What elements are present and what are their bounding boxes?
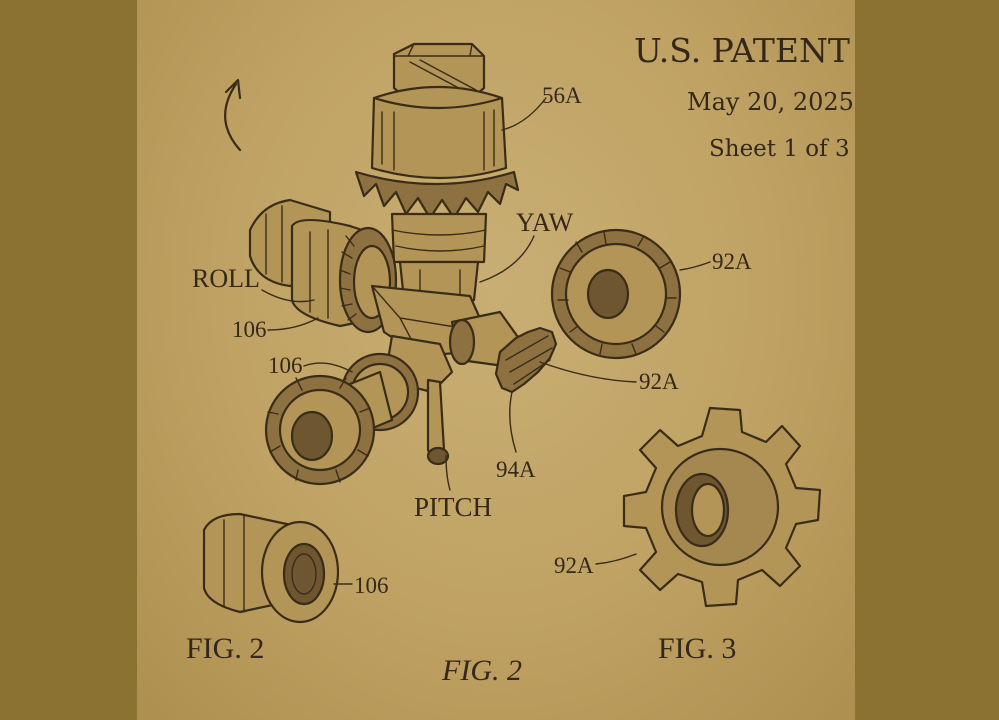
- roll-assembly: [248, 198, 398, 334]
- yaw-assembly: [354, 42, 520, 307]
- spur-gear-106: [264, 352, 420, 486]
- label-106-gear: 106: [268, 353, 303, 378]
- caption-fig3: FIG. 3: [658, 632, 737, 665]
- label-yaw: YAW: [516, 208, 574, 237]
- label-92a-mid: 92A: [639, 369, 679, 394]
- patent-title: U.S. PATENT: [634, 31, 850, 70]
- caption-fig2-center: FIG. 2: [442, 654, 522, 687]
- right-margin: [855, 0, 999, 720]
- left-margin: [0, 0, 137, 720]
- caption-fig2-left: FIG. 2: [186, 632, 265, 665]
- bevel-gear-94a: [494, 326, 558, 394]
- label-56a: 56A: [542, 83, 582, 108]
- sheet-number: Sheet 1 of 3: [709, 136, 850, 162]
- leader-lines: [261, 97, 711, 585]
- label-94a: 94A: [496, 457, 536, 482]
- label-106-roll: 106: [232, 317, 267, 342]
- label-106-fig2: 106: [354, 573, 389, 598]
- label-92a-top: 92A: [712, 249, 752, 274]
- large-gear-fig3: [622, 406, 822, 608]
- label-pitch: PITCH: [414, 492, 493, 522]
- label-roll: ROLL: [192, 264, 260, 293]
- label-92a-fig3: 92A: [554, 553, 594, 578]
- floating-gear-92a-top: [550, 228, 682, 360]
- rotation-arrow-icon: [224, 78, 242, 152]
- patent-date: May 20, 2025: [687, 88, 854, 116]
- bushing-106-fig2: [202, 512, 340, 624]
